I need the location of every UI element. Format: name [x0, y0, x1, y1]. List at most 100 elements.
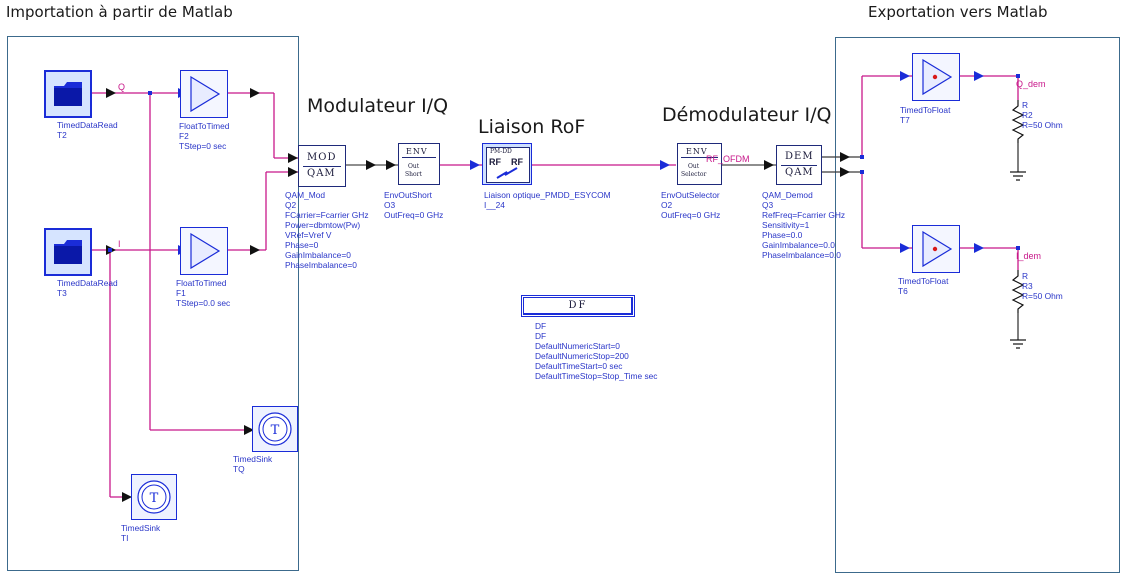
rof-header: Liaison RoF: [478, 116, 586, 138]
arrow-q2-out: [366, 160, 376, 170]
wire-group: [92, 75, 1019, 498]
ground-r3-symbol: [1010, 339, 1026, 349]
rof-link-block[interactable]: PM-DD RF RF: [482, 143, 532, 185]
env-out-selector-o2[interactable]: ENV Out Selector: [677, 143, 722, 185]
junction-q3a: [860, 155, 864, 159]
modulator-header: Modulateur I/Q: [307, 95, 449, 117]
arrow-f1-out: [250, 245, 260, 255]
import-group-box: [7, 36, 299, 571]
qam-mod-symbol-top: MOD: [307, 152, 337, 163]
ground-r2-symbol: [1010, 171, 1026, 181]
arrow-ti-in: [122, 492, 132, 502]
arrow-t7-out: [974, 71, 984, 81]
arrow-o3-in: [386, 160, 396, 170]
amplifier-icon: [922, 230, 953, 268]
net-label-i-dem: I_dem: [1016, 251, 1042, 261]
rof-symbol-out: RF: [511, 157, 523, 167]
rof-symbol-in: RF: [489, 157, 501, 167]
arrow-q3-out-i: [840, 167, 850, 177]
port-arrows: [106, 71, 984, 502]
timed-to-float-t6[interactable]: [912, 225, 960, 273]
lightning-icon: [496, 167, 518, 179]
svg-text:T: T: [271, 423, 280, 438]
qam-mod-q2[interactable]: MOD QAM: [298, 145, 346, 187]
junction-r2: [1016, 74, 1020, 78]
timed-data-read-t2[interactable]: [44, 70, 92, 118]
env-symbol-mode: Selector: [681, 171, 707, 178]
float-to-timed-f1[interactable]: [180, 227, 228, 275]
sink-icon: T: [137, 480, 171, 514]
svg-text:T: T: [150, 491, 159, 506]
timed-sink-tq[interactable]: T: [252, 406, 298, 452]
qam-demod-symbol-bottom: QAM: [785, 167, 814, 178]
env-symbol: ENV: [686, 147, 708, 156]
folder-icon: [54, 240, 82, 264]
sink-icon: T: [258, 412, 292, 446]
qam-demod-q3[interactable]: DEM QAM: [776, 145, 822, 185]
qam-mod-symbol-bottom: QAM: [307, 168, 336, 179]
data-flow-controller[interactable]: DF: [521, 295, 635, 317]
junction-dots: [108, 74, 1020, 252]
import-header: Importation à partir de Matlab: [6, 3, 233, 21]
env-symbol-mode: Short: [405, 171, 422, 178]
junction-r3: [1016, 246, 1020, 250]
resistor-r2-symbol: [1011, 100, 1025, 143]
arrow-q2-in1: [288, 153, 298, 163]
arrow-t2-out: [106, 88, 116, 98]
demodulator-header: Démodulateur I/Q: [662, 104, 832, 126]
float-to-timed-f2[interactable]: [180, 70, 228, 118]
resistor-r3-symbol: [1011, 270, 1025, 313]
env-symbol-out: Out: [408, 163, 420, 170]
df-symbol: DF: [568, 300, 588, 311]
amplifier-icon: [922, 58, 953, 96]
arrow-tq-in: [244, 425, 254, 435]
arrow-rof-in: [470, 160, 480, 170]
junction-q: [148, 91, 152, 95]
arrow-f2-out: [250, 88, 260, 98]
arrow-q3-in: [764, 160, 774, 170]
arrow-t6-in: [900, 243, 910, 253]
amplifier-icon: [190, 232, 221, 270]
env-symbol: ENV: [406, 147, 428, 156]
arrow-t7-in: [900, 71, 910, 81]
arrow-q2-in2: [288, 167, 298, 177]
export-header: Exportation vers Matlab: [868, 3, 1048, 21]
net-label-q: Q: [118, 82, 126, 92]
arrow-o2-in: [660, 160, 670, 170]
rof-symbol-type: PM-DD: [490, 148, 512, 155]
net-label-i: I: [118, 239, 121, 249]
net-label-rf-ofdm: RF_OFDM: [706, 154, 750, 164]
timed-sink-ti[interactable]: T: [131, 474, 177, 520]
timed-to-float-t7[interactable]: [912, 53, 960, 101]
junction-i: [108, 248, 112, 252]
folder-icon: [54, 82, 82, 106]
timed-data-read-t3[interactable]: [44, 228, 92, 276]
arrow-t6-out: [974, 243, 984, 253]
junction-q3b: [860, 170, 864, 174]
amplifier-icon: [190, 75, 221, 113]
env-symbol-out: Out: [688, 163, 700, 170]
arrow-q3-out-q: [840, 152, 850, 162]
net-label-q-dem: Q_dem: [1016, 79, 1046, 89]
qam-demod-symbol-top: DEM: [785, 151, 814, 162]
env-out-short-o3[interactable]: ENV Out Short: [398, 143, 440, 185]
export-group-box: [835, 37, 1120, 573]
